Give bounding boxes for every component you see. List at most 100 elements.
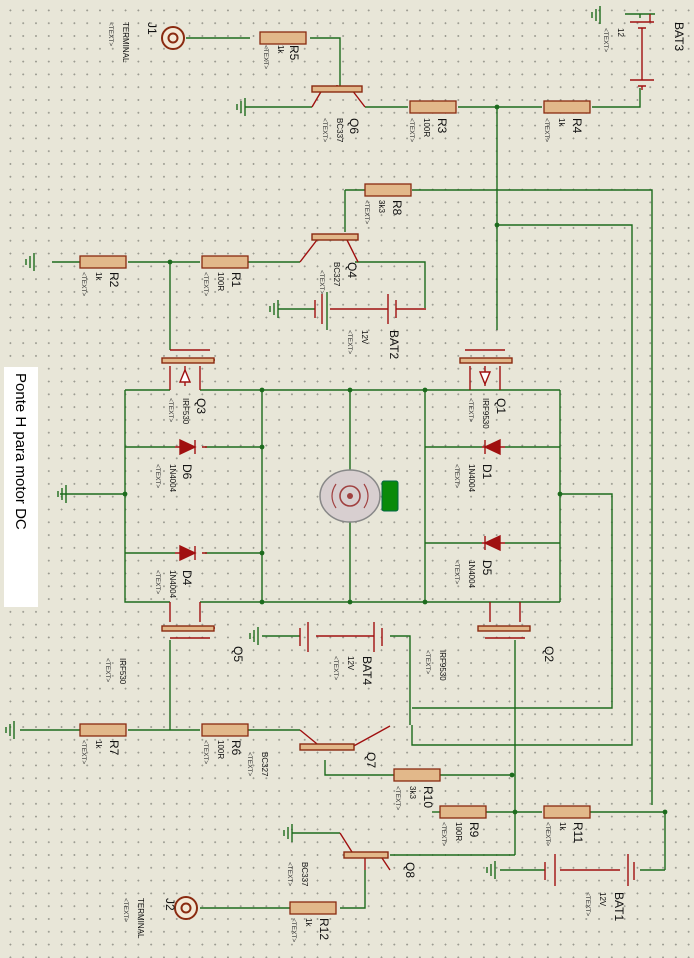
junctions [122,104,668,815]
resistor-ref-r3: R3 [435,118,449,134]
transistor-text-q8: <TEXT> [286,862,293,886]
transistor-text-q4: <TEXT> [318,270,325,294]
transistor-text-q3: <TEXT> [167,398,174,422]
transistor-part-q8: BC337 [300,862,309,887]
battery-bat1 [544,854,635,886]
mosfet-q5 [161,602,215,639]
dc-motor[interactable] [319,469,399,523]
battery-text-bat3: <TEXT> [602,28,609,52]
battery-text-bat2: <TEXT> [346,330,353,354]
resistor-r8 [364,183,412,197]
resistor-text-r3: <TEXT> [408,118,415,142]
transistor-part-q6: BC337 [335,118,344,143]
mosfet-q2 [477,602,531,639]
transistor-part-q7: BC327 [260,752,269,777]
diode-text-d4: <TEXT> [154,570,161,594]
resistor-ref-r10: R10 [421,786,435,808]
diode-part-d6: 1N4004 [168,464,177,493]
resistor-ref-r11: R11 [571,822,585,843]
resistor-r10 [393,768,441,782]
diagram-title: Ponte H para motor DC [12,373,29,530]
battery-value-bat4: 12V [346,656,355,671]
transistor-ref-q2: Q2 [542,646,556,662]
resistor-ref-r5: R5 [287,45,301,61]
battery-value-bat2: 12V [360,330,369,345]
mosfet-q3 [161,349,215,390]
terminal-type-j2: TERMINAL [136,898,145,939]
terminal-ref-j1: J1 [145,22,159,35]
resistor-value-r2: 1k [94,272,103,281]
transistor-q8 [339,832,391,871]
transistor-part-q5: IRF530 [118,658,127,685]
resistor-r6 [201,723,249,737]
resistor-text-r6: <TEXT> [202,740,209,764]
transistor-text-q1: <TEXT> [467,398,474,422]
resistor-value-r7: 1k [94,740,103,749]
resistor-ref-r1: R1 [229,272,243,288]
resistor-value-r9: 100R [454,822,463,841]
transistor-text-q5: <TEXT> [104,658,111,682]
resistor-ref-r12: R12 [317,918,331,940]
resistor-r9 [439,805,487,819]
resistor-ref-r6: R6 [229,740,243,756]
transistor-q4 [299,233,359,263]
resistor-value-r5: 1k [276,45,285,54]
resistor-value-r1: 100R [216,272,225,291]
battery-bat4 [299,622,383,652]
diode-ref-d4: D4 [180,570,194,586]
resistor-ref-r9: R9 [467,822,481,838]
title-box: Ponte H para motor DC [4,367,38,607]
battery-ref-bat3: BAT3 [672,22,686,51]
battery-ref-bat4: BAT4 [360,656,374,685]
resistor-r4 [543,100,591,114]
resistor-ref-r8: R8 [390,200,404,216]
diode-part-d4: 1N4004 [168,570,177,599]
resistor-text-r9: <TEXT> [440,822,447,846]
transistor-ref-q1: Q1 [494,398,508,414]
diode-d5 [482,534,505,552]
transistor-text-q6: <TEXT> [321,118,328,142]
transistor-ref-q3: Q3 [194,398,208,414]
resistor-value-r6: 100R [216,740,225,759]
transistor-q7 [299,725,391,751]
battery-ref-bat1: BAT1 [612,892,626,921]
terminal-j2[interactable] [174,896,198,920]
terminal-type-j1: TERMINAL [121,22,130,63]
resistor-text-r7: <TEXT> [80,740,87,764]
transistor-part-q2: IRF9530 [438,650,447,681]
resistor-ref-r2: R2 [107,272,121,288]
transistor-ref-q8: Q8 [403,862,417,878]
diode-part-d5: 1N4004 [467,560,476,589]
resistor-text-r8: <TEXT> [363,200,370,224]
battery-value-bat3: 12 [616,28,625,37]
resistor-value-r11: 1k [558,822,567,831]
wire-network [20,13,666,909]
diode-text-d6: <TEXT> [154,464,161,488]
motor-indicator [381,480,399,512]
resistor-r12 [289,901,337,915]
transistor-ref-q7: Q7 [364,752,378,768]
battery-text-bat4: <TEXT> [332,656,339,680]
terminal-j1[interactable] [161,26,185,50]
resistor-text-r2: <TEXT> [80,272,87,296]
diode-ref-d6: D6 [180,464,194,480]
resistor-ref-r7: R7 [107,740,121,756]
resistor-r11 [543,805,591,819]
terminal-ref-j2: J2 [163,898,177,911]
diode-ref-d1: D1 [480,464,494,480]
transistor-ref-q6: Q6 [347,118,361,134]
resistor-value-r12: 1k [304,918,313,927]
ground-symbols [5,6,601,879]
resistor-text-r10: <TEXT> [394,786,401,810]
resistor-bodies [79,31,591,915]
battery-bat2 [314,294,426,324]
transistor-q6 [311,85,366,108]
diode-d4 [175,544,207,562]
resistor-text-r4: <TEXT> [543,118,550,142]
resistor-value-r3: 100R [422,118,431,137]
resistor-r3 [409,100,457,114]
terminal-text-j2: <TEXT> [122,898,129,922]
resistor-r1 [201,255,249,269]
diode-text-d5: <TEXT> [453,560,460,584]
transistor-ref-q4: Q4 [345,262,359,278]
